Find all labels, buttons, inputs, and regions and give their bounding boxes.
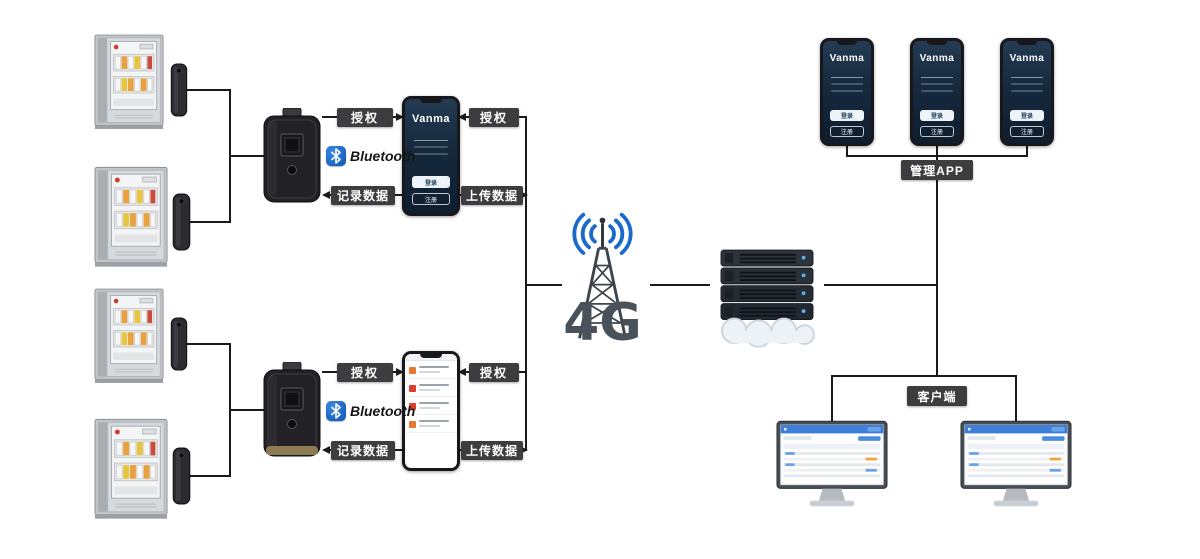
electronic-key-icon <box>172 447 191 505</box>
bluetooth-text: Bluetooth <box>350 403 416 419</box>
phone-notch-icon <box>836 41 858 45</box>
bluetooth-icon <box>326 146 346 166</box>
record-list-item <box>405 397 457 415</box>
phone-notch-icon <box>1016 41 1038 45</box>
register-button: 注册 <box>1009 126 1045 137</box>
register-button: 注册 <box>412 193 450 205</box>
management-app-badge: 管理APP <box>901 160 973 180</box>
record-icon <box>409 367 416 374</box>
email-field <box>831 71 863 78</box>
record-list-item <box>405 379 457 397</box>
client-monitor-icon <box>776 420 888 507</box>
phone-screen: Vanma 登录 注册 <box>1003 41 1051 143</box>
login-button: 登录 <box>829 110 865 121</box>
auth-phone-light <box>402 351 460 471</box>
electrical-cabinet-icon <box>94 418 168 520</box>
form-row <box>413 146 449 148</box>
client-badge: 客户端 <box>907 386 967 406</box>
record-icon <box>409 421 416 428</box>
app-brand: Vanma <box>412 113 450 125</box>
register-button: 注册 <box>829 126 865 137</box>
management-phone: Vanma 登录 注册 <box>820 38 874 146</box>
authorize-badge: 授权 <box>469 108 519 127</box>
electrical-cabinet-icon <box>94 34 164 130</box>
electronic-key-icon <box>170 317 188 371</box>
phone-notch-icon <box>420 354 442 358</box>
record-icon <box>409 385 416 392</box>
electrical-cabinet-icon <box>94 166 168 268</box>
authorize-badge: 授权 <box>337 363 393 382</box>
bluetooth-label: Bluetooth <box>326 146 415 166</box>
login-button: 登录 <box>919 110 955 121</box>
phone-screen <box>405 354 457 468</box>
electrical-cabinet-icon <box>94 288 164 384</box>
upload-data-badge: 上传数据 <box>461 441 523 460</box>
smart-lock-icon <box>263 362 321 457</box>
phone-screen: Vanma 登录 注册 <box>913 41 961 143</box>
phone-screen: Vanma 登录 注册 <box>823 41 871 143</box>
login-button: 登录 <box>1009 110 1045 121</box>
app-brand: Vanma <box>919 53 955 64</box>
4g-tower-icon: 4G <box>563 212 642 346</box>
upload-data-badge: 上传数据 <box>461 186 523 205</box>
form-row <box>1011 83 1043 85</box>
record-list-item <box>405 415 457 433</box>
phone-screen: Vanma 登录 注册 <box>405 99 457 213</box>
management-phone: Vanma 登录 注册 <box>910 38 964 146</box>
form-row <box>831 90 863 92</box>
login-button: 登录 <box>412 176 450 188</box>
record-data-badge: 记录数据 <box>331 186 395 205</box>
network-4g-text: 4G <box>563 293 641 346</box>
phone-notch-icon <box>420 99 442 103</box>
smart-lock-icon <box>263 108 321 203</box>
record-icon <box>409 403 416 410</box>
client-monitor-icon <box>960 420 1072 507</box>
bluetooth-text: Bluetooth <box>350 148 416 164</box>
phone-notch-icon <box>926 41 948 45</box>
form-row <box>921 83 953 85</box>
record-list-item <box>405 361 457 379</box>
record-data-badge: 记录数据 <box>331 441 395 460</box>
form-row <box>921 90 953 92</box>
electronic-key-icon <box>170 63 188 117</box>
app-brand: Vanma <box>829 53 865 64</box>
bluetooth-icon <box>326 401 346 421</box>
bluetooth-label: Bluetooth <box>326 401 415 421</box>
form-row <box>413 153 449 155</box>
form-row <box>1011 90 1043 92</box>
email-field <box>921 71 953 78</box>
authorize-badge: 授权 <box>469 363 519 382</box>
email-field <box>1011 71 1043 78</box>
app-brand: Vanma <box>1009 53 1045 64</box>
authorize-badge: 授权 <box>337 108 393 127</box>
email-field <box>413 134 449 141</box>
server-cloud-icon <box>720 249 815 348</box>
electronic-key-icon <box>172 193 191 251</box>
form-row <box>831 83 863 85</box>
management-phone: Vanma 登录 注册 <box>1000 38 1054 146</box>
register-button: 注册 <box>919 126 955 137</box>
auth-phone-dark: Vanma 登录 注册 <box>402 96 460 216</box>
